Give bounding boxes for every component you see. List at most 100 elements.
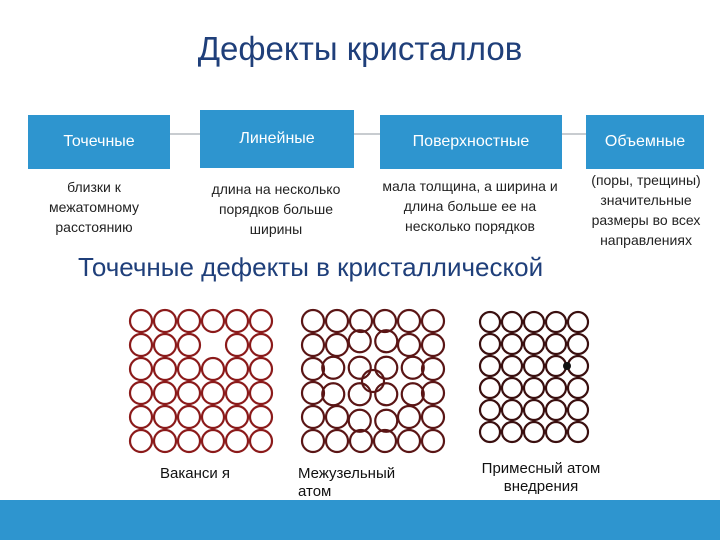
lattice-atom [176,428,202,454]
lattice-atom [420,356,446,382]
lattice-atom [300,404,326,430]
interstitial-lattice-diagram [300,308,446,454]
lattice-atom [522,376,546,400]
lattice-atom [300,308,326,334]
lattice-atom [248,356,274,382]
lattice-atom [224,380,250,406]
lattice-atom [374,382,399,407]
section-subtitle: Точечные дефекты в кристаллической [78,252,544,282]
lattice-atom [478,332,502,356]
lattice-atom [200,380,226,406]
lattice-atom [200,356,226,382]
connector-2 [354,133,380,135]
lattice-atom [224,428,250,454]
lattice-atom [374,329,399,354]
caption-vacancy: Ваканси я [160,465,231,482]
lattice-atom [374,355,399,380]
lattice-atom [224,356,250,382]
lattice-atom [500,310,524,334]
lattice-atom [522,310,546,334]
lattice-atom [374,408,399,433]
category-desc-volume: (поры, трещины) значительные размеры во … [591,172,701,248]
lattice-atom [420,308,446,334]
lattice-atom [300,356,326,382]
lattice-atom [321,355,346,380]
page-title: Дефекты кристаллов [197,30,523,67]
lattice-atom [128,380,154,406]
lattice-atom [566,332,590,356]
impurity-lattice-diagram [478,310,590,444]
lattice-atom [396,308,422,334]
lattice-atom [324,404,350,430]
lattice-atom [347,355,372,380]
lattice-atom [566,420,590,444]
lattice-atom [566,398,590,422]
lattice-atom [420,428,446,454]
lattice-atom [566,310,590,334]
lattice-atom [420,332,446,358]
lattice-atom [248,308,274,334]
interstitial-atom [360,368,386,394]
lattice-atom [544,332,568,356]
lattice-atom [200,308,226,334]
caption-interstitial: Межузельный атом [298,465,396,500]
lattice-atom [347,329,372,354]
lattice-atom [522,420,546,444]
category-desc-surface: мала толщина, а ширина и длина больше ее… [382,178,558,234]
lattice-atom [128,404,154,430]
category-box-volume: Объемные [586,115,704,169]
lattice-atom [478,376,502,400]
category-desc-linear: длина на несколько порядков больше ширин… [211,181,341,237]
lattice-atom [176,380,202,406]
lattice-atom [500,354,524,378]
lattice-atom [478,354,502,378]
lattice-atom [324,308,350,334]
vacancy-lattice-diagram [128,308,274,454]
lattice-atom [152,308,178,334]
lattice-atom [224,308,250,334]
lattice-atom [224,332,250,358]
lattice-atom [500,420,524,444]
lattice-atom [400,382,425,407]
connector-3 [562,133,586,135]
lattice-atom [372,428,398,454]
lattice-atom [372,308,398,334]
lattice-atom [400,355,425,380]
lattice-atom [478,310,502,334]
lattice-atom [396,404,422,430]
impurity-atom [563,362,571,370]
category-box-point: Точечные [28,115,170,169]
lattice-atom [176,308,202,334]
lattice-atom [300,380,326,406]
lattice-atom [152,404,178,430]
lattice-atom [128,356,154,382]
lattice-atom [396,332,422,358]
lattice-atom [544,398,568,422]
lattice-atom [248,332,274,358]
lattice-atom [152,356,178,382]
lattice-atom [176,404,202,430]
lattice-atom [522,398,546,422]
footer-bar [0,500,720,540]
lattice-atom [348,428,374,454]
lattice-atom [420,380,446,406]
lattice-atom [300,428,326,454]
lattice-atom [347,408,372,433]
caption-impurity: Примесный атом внедрения [481,460,601,495]
lattice-atom [128,428,154,454]
lattice-atom [396,428,422,454]
lattice-atom [152,332,178,358]
lattice-atom [500,332,524,356]
lattice-atom [248,404,274,430]
lattice-atom [522,332,546,356]
lattice-atom [500,398,524,422]
lattice-atom [544,310,568,334]
lattice-atom [420,404,446,430]
lattice-atom [128,308,154,334]
category-desc-point: близки к межатомному расстоянию [48,179,140,235]
lattice-atom [224,404,250,430]
lattice-atom [522,354,546,378]
lattice-atom [544,420,568,444]
lattice-atom [200,404,226,430]
lattice-atom [544,376,568,400]
